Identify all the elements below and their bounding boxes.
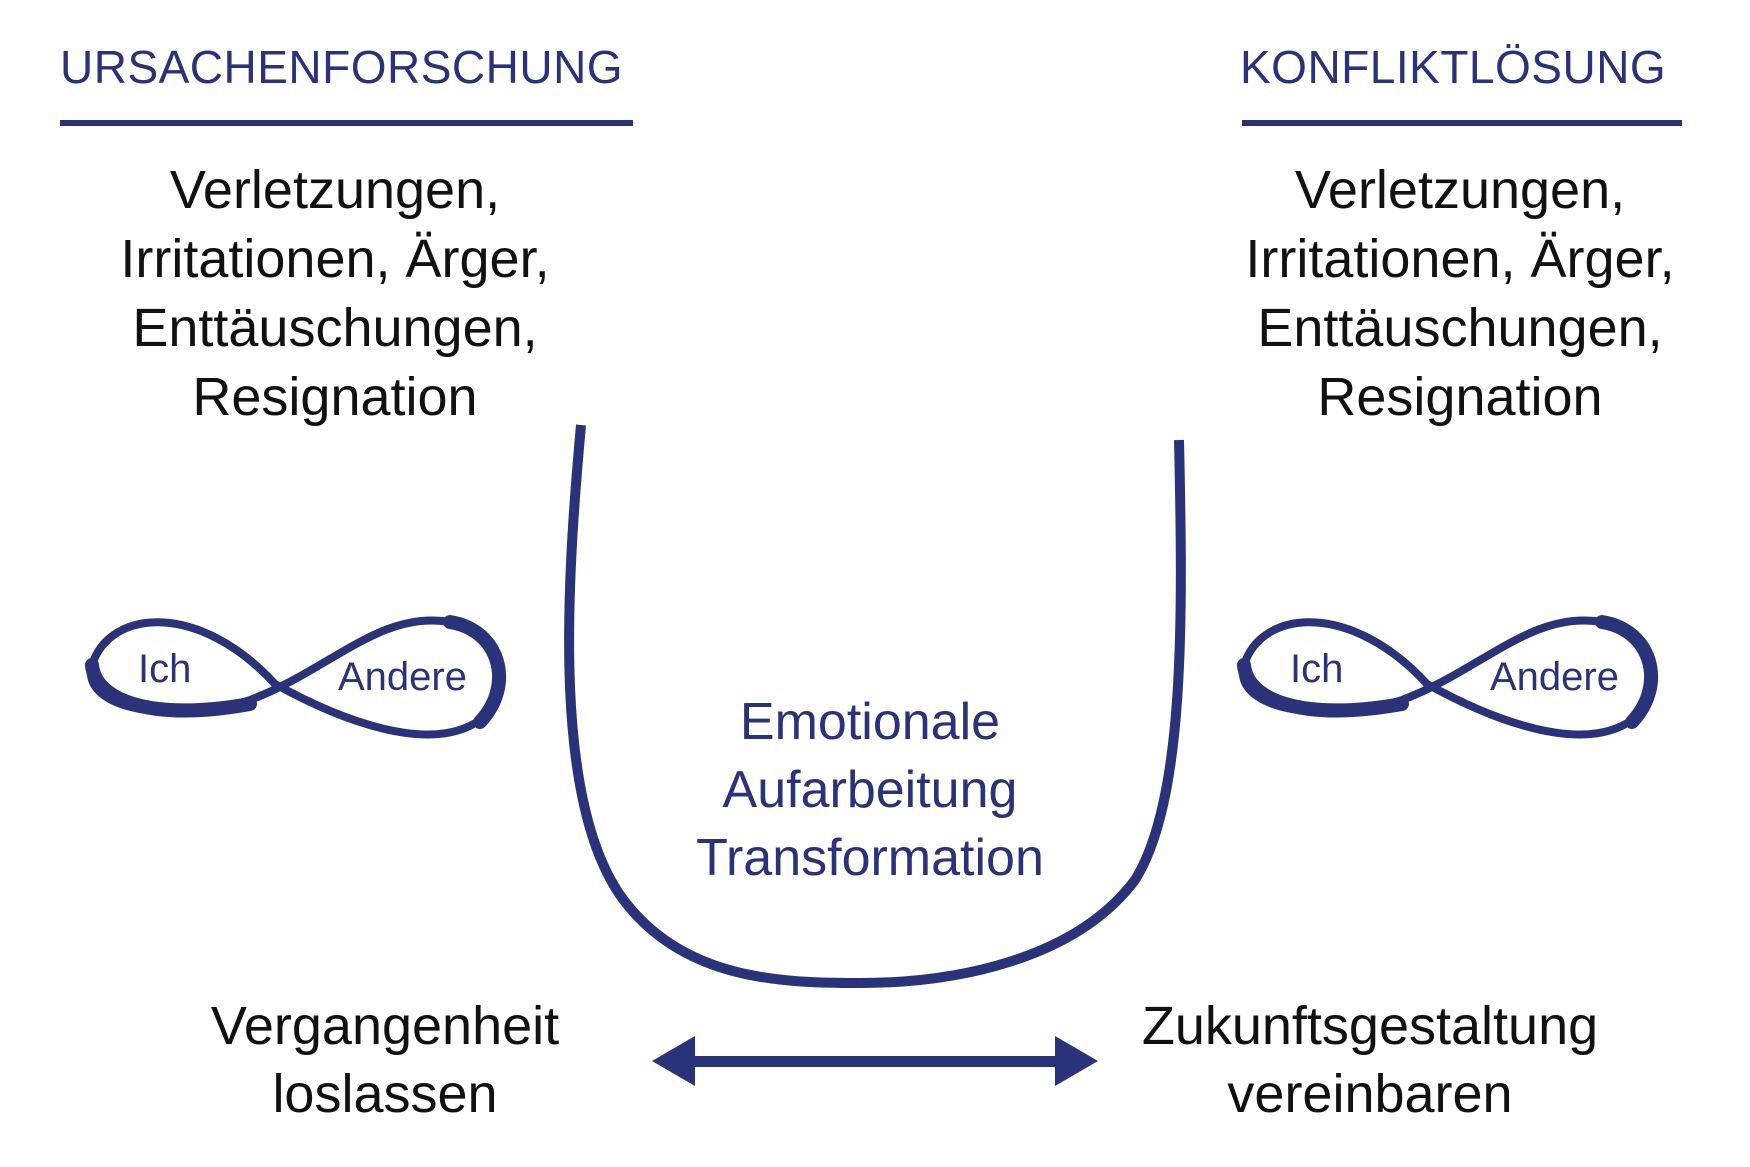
emotion-line: Enttäuschungen, [1257, 298, 1663, 358]
bottom-label-future: Zukunftsgestaltung vereinbaren [1105, 992, 1635, 1128]
bottom-line: Zukunftsgestaltung [1141, 996, 1599, 1056]
infinity-label-andere: Andere [338, 655, 467, 699]
emotions-list-right: Verletzungen, Irritationen, Ärger, Enttä… [1180, 156, 1740, 432]
u-curve [564, 424, 1186, 989]
heading-underline-right [1242, 120, 1682, 126]
heading-konfliktloesung: KONFLIKTLÖSUNG [1240, 41, 1667, 93]
infinity-label-andere: Andere [1490, 655, 1619, 699]
emotion-line: Verletzungen, [1294, 160, 1626, 220]
infinity-label-ich: Ich [138, 647, 191, 691]
emotion-line: Resignation [1317, 367, 1603, 427]
bottom-line: Vergangenheit [210, 996, 560, 1056]
double-arrow-icon [652, 1036, 1098, 1086]
bottom-label-past: Vergangenheit loslassen [160, 992, 610, 1128]
infinity-icon: Ich Andere [85, 615, 507, 739]
emotions-list-left: Verletzungen, Irritationen, Ärger, Enttä… [55, 156, 615, 432]
center-line: Transformation [696, 829, 1044, 887]
bottom-line: loslassen [272, 1064, 498, 1124]
infinity-label-ich: Ich [1290, 647, 1343, 691]
center-line: Aufarbeitung [722, 761, 1018, 819]
emotion-line: Enttäuschungen, [132, 298, 538, 358]
emotion-line: Irritationen, Ärger, [1245, 229, 1675, 289]
heading-underline-left [60, 120, 633, 126]
bottom-line: vereinbaren [1227, 1064, 1513, 1124]
emotion-line: Verletzungen, [169, 160, 501, 220]
center-line: Emotionale [739, 693, 1001, 751]
center-process-label: Emotionale Aufarbeitung Transformation [620, 688, 1120, 892]
emotion-line: Irritationen, Ärger, [120, 229, 550, 289]
infinity-icon: Ich Andere [1237, 615, 1659, 739]
emotion-line: Resignation [192, 367, 478, 427]
heading-ursachenforschung: URSACHENFORSCHUNG [60, 41, 624, 93]
